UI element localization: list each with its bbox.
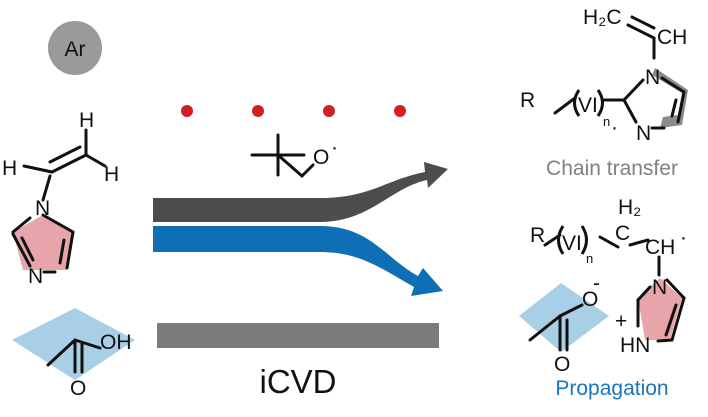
propagation-n1: N: [652, 276, 667, 299]
acetate-minus: -: [593, 272, 600, 295]
chain-transfer-radical: ·: [611, 116, 618, 139]
acid-oh: OH: [100, 331, 132, 354]
chain-transfer-vinyl-h2c: H₂C: [583, 6, 621, 29]
radical-dot: [323, 105, 335, 117]
radical-dot: [181, 105, 193, 117]
propagation-bracket-left: [557, 225, 565, 255]
reaction-arrows: [153, 162, 448, 296]
argon-label: Ar: [65, 38, 86, 61]
propagation-radical: ·: [680, 226, 687, 249]
propagation-bonds: [528, 233, 686, 352]
icvd-process: iCVD: [157, 323, 439, 400]
monomer-n1: N: [35, 197, 50, 220]
propagation-c: C: [615, 222, 630, 245]
propagation-arrow-body: [153, 226, 443, 296]
tbuo-bonds: [250, 133, 315, 178]
radical-dot: [252, 105, 264, 117]
monomer-h-top: H: [79, 109, 94, 132]
icvd-label: iCVD: [259, 363, 336, 400]
monomer-h-left: H: [2, 157, 17, 180]
propagation-plus: +: [615, 310, 627, 333]
argon-circle: [48, 21, 102, 75]
chain-transfer-vi: VI: [578, 94, 598, 117]
acetate-diamond: [519, 283, 609, 352]
acid-bonds: [46, 338, 102, 374]
tbuo-oxygen: O: [313, 146, 329, 169]
monomer-n3: N: [28, 265, 43, 288]
propagation-hn: HN: [620, 334, 650, 357]
chain-transfer-bracket-left: [573, 89, 581, 117]
acid-o: O: [70, 377, 86, 400]
chain-transfer-bonds: [553, 15, 686, 130]
monomer-ring-bonds: [11, 128, 107, 274]
chain-transfer-n-sub: n: [603, 114, 610, 129]
argon-group: Ar: [48, 21, 102, 75]
vinylimidazole-monomer: H H H N N: [2, 109, 119, 288]
chain-transfer-n1: N: [645, 66, 660, 89]
monomer-h-right: H: [104, 163, 119, 186]
chain-transfer-r: R: [520, 89, 535, 112]
icvd-bar: [157, 323, 439, 348]
chain-transfer-product: H₂C CH N R VI n · N Chain transfer: [520, 6, 688, 180]
propagation-h2: H₂: [618, 196, 641, 219]
acetate-o-bottom: O: [554, 353, 570, 376]
chain-transfer-vinyl-ch: CH: [657, 26, 687, 49]
propagation-n-sub: n: [586, 251, 593, 266]
chain-transfer-bracket-right: [596, 89, 604, 117]
chain-transfer-label: Chain transfer: [546, 157, 678, 180]
acetic-acid: OH O: [12, 308, 135, 400]
propagation-r: R: [530, 224, 545, 247]
chain-transfer-n3: N: [636, 122, 651, 145]
propagation-label: Propagation: [555, 377, 668, 400]
propagation-bracket-right: [580, 225, 588, 255]
propagation-ch: CH: [645, 236, 675, 259]
tert-butoxy-radical: O ·: [250, 133, 338, 178]
propagation-product: R VI n H₂ C CH · N + HN O - O Propagatio…: [519, 196, 687, 400]
acetate-o-top: O: [582, 288, 598, 311]
monomer-ring-fill: [13, 215, 73, 270]
propagation-vi: VI: [562, 232, 582, 255]
tbuo-radical: ·: [331, 136, 338, 159]
chain-transfer-arrow-body: [153, 162, 448, 222]
radical-dot: [394, 105, 406, 117]
radical-dots: [181, 105, 406, 117]
